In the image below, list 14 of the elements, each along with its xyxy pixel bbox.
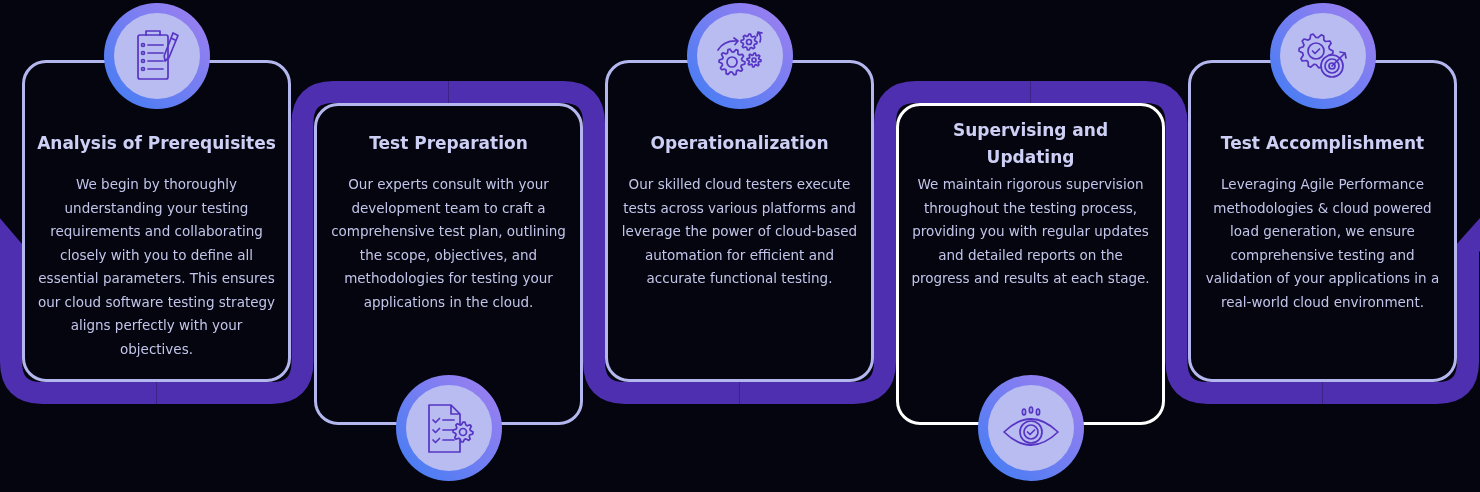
connector-band xyxy=(156,81,449,404)
step-title: Test Preparation xyxy=(368,132,529,155)
step-description: We maintain rigorous supervision throughout the testing process, providing you with regular updates and detailed reports on the progress and results at each stage. xyxy=(910,175,1151,288)
step-title: Supervising and Updating xyxy=(951,119,1110,169)
step-description: Leveraging Agile Performance methodologies & cloud powered load generation, we ensure comprehensive testing and validation of your applications in a real-world cloud environment. xyxy=(1204,175,1441,312)
step-description: We begin by thoroughly understanding your testing requirements and collaborating closely with you to define all essential parameters. This ensures our cloud software testing strategy aligns perfectly with your objectives. xyxy=(36,175,277,359)
step-title: Operationalization xyxy=(649,132,830,155)
connector-band xyxy=(739,81,1031,404)
connector-band xyxy=(1030,81,1323,404)
step-description: Our skilled cloud testers execute tests across various platforms and leverage the power of cloud-based automation for efficient and accurate functional testing. xyxy=(620,175,859,288)
step-title: Test Accomplishment xyxy=(1219,132,1426,155)
connector-band xyxy=(448,81,740,404)
step-title: Analysis of Prerequisites xyxy=(36,132,277,155)
step-description: Our experts consult with your development team to craft a comprehensive test plan, outlining the scope, objectives, and methodologies for testing your applications in the cloud. xyxy=(330,175,567,312)
